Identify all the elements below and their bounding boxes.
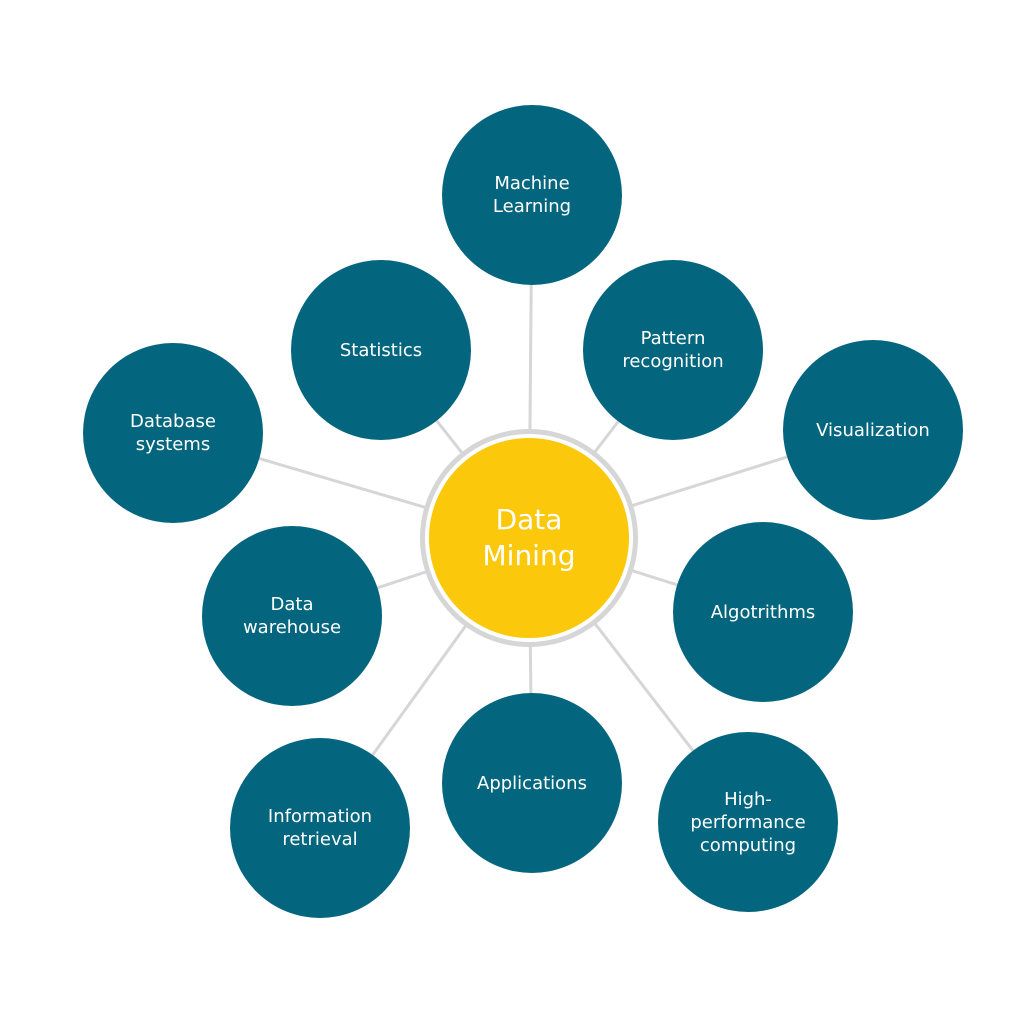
node-pattern-recognition: Pattern recognition <box>583 260 763 440</box>
node-information-retrieval: Information retrieval <box>230 738 410 918</box>
node-statistics: Statistics <box>291 260 471 440</box>
node-applications: Applications <box>442 693 622 873</box>
node-visualization: Visualization <box>783 340 963 520</box>
node-data-warehouse: Data warehouse <box>202 526 382 706</box>
node-database-systems: Database systems <box>83 343 263 523</box>
node-algorithms: Algotrithms <box>673 522 853 702</box>
node-high-performance-computing: High- performance computing <box>658 732 838 912</box>
center-node-data-mining: Data Mining <box>429 438 629 638</box>
node-machine-learning: Machine Learning <box>442 105 622 285</box>
